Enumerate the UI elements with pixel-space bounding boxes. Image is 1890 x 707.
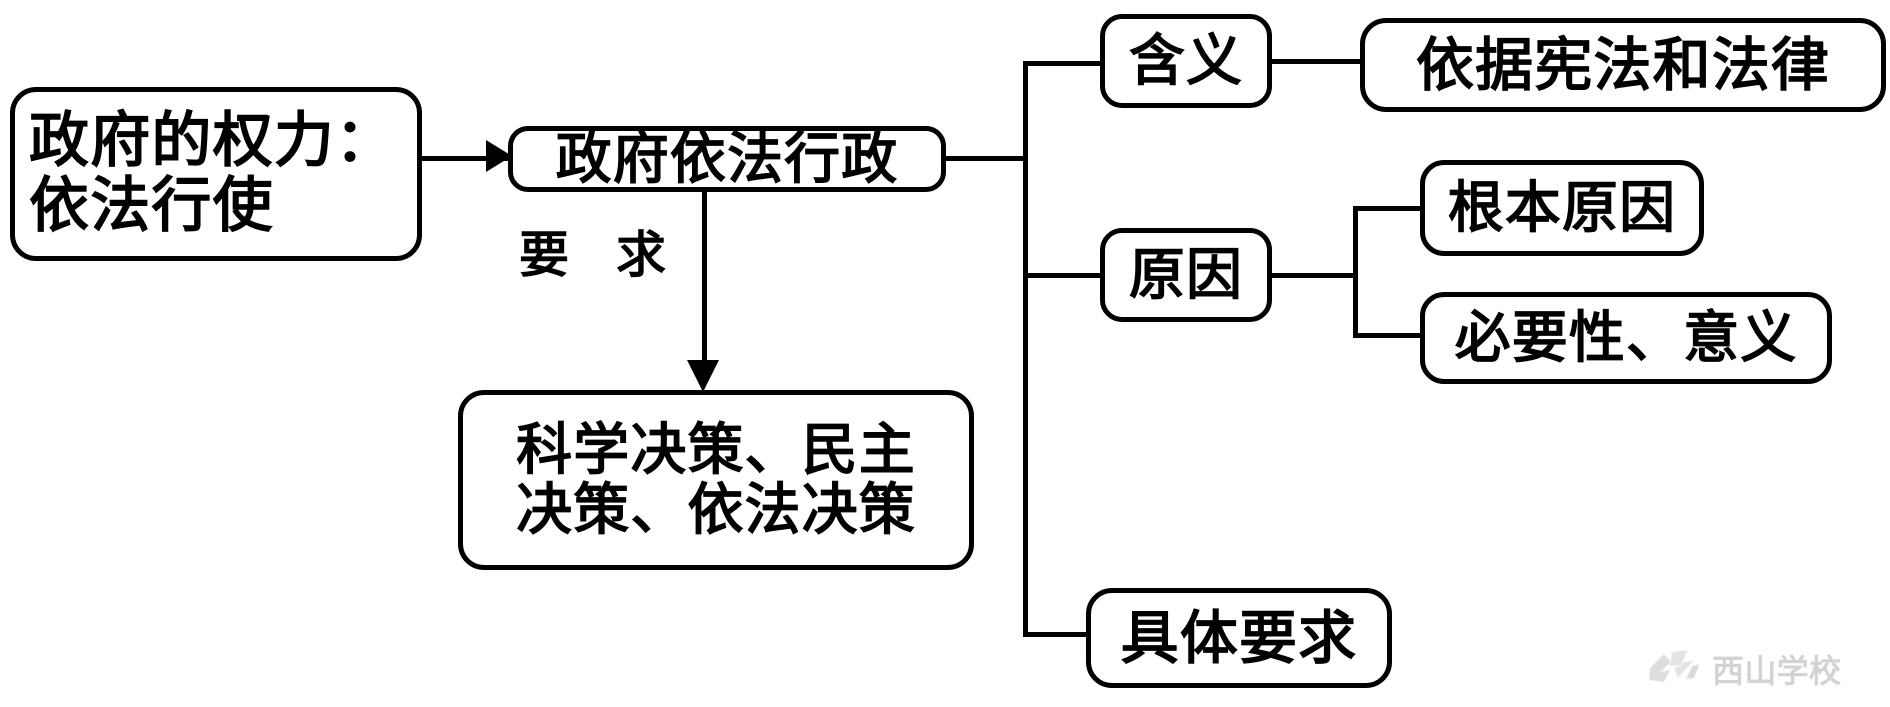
connector-reason-split-vertical xyxy=(1353,206,1358,338)
connector-trunk-to-requirements xyxy=(1023,632,1091,637)
connector-trunk-vertical xyxy=(1023,61,1028,637)
connector-admin-to-trunk xyxy=(946,156,1028,161)
node-root-cause[interactable]: 根本原因 xyxy=(1420,160,1704,256)
arrowhead-down-icon xyxy=(687,360,719,392)
connector-split-to-necessity xyxy=(1353,333,1425,338)
connector-trunk-to-reason xyxy=(1023,273,1105,278)
connector-trunk-to-meaning xyxy=(1023,61,1105,66)
connector-root-to-admin xyxy=(422,156,508,161)
connector-meaning-to-basis xyxy=(1268,59,1364,64)
node-specific-requirements[interactable]: 具体要求 xyxy=(1086,588,1392,688)
node-meaning[interactable]: 含义 xyxy=(1100,14,1272,108)
connector-admin-to-decisions xyxy=(702,192,707,378)
node-necessity-significance[interactable]: 必要性、意义 xyxy=(1420,292,1832,384)
arrowhead-right-icon xyxy=(486,140,512,172)
watermark: 西山学校 xyxy=(1648,646,1841,692)
edge-label-require-second: 求 xyxy=(616,225,666,284)
edge-label-require-first: 要 xyxy=(519,225,569,284)
connector-split-to-root-cause xyxy=(1353,206,1425,211)
node-decision-making[interactable]: 科学决策、民主 决策、依法决策 xyxy=(458,390,974,570)
xishan-school-logo-icon xyxy=(1648,649,1701,683)
node-administration-by-law[interactable]: 政府依法行政 xyxy=(508,126,946,192)
node-government-power[interactable]: 政府的权力： 依法行使 xyxy=(10,87,422,261)
node-basis-constitution-law[interactable]: 依据宪法和法律 xyxy=(1360,18,1886,112)
connector-reason-to-split xyxy=(1268,273,1358,278)
watermark-label: 西山学校 xyxy=(1712,652,1842,690)
node-reason[interactable]: 原因 xyxy=(1100,228,1272,322)
